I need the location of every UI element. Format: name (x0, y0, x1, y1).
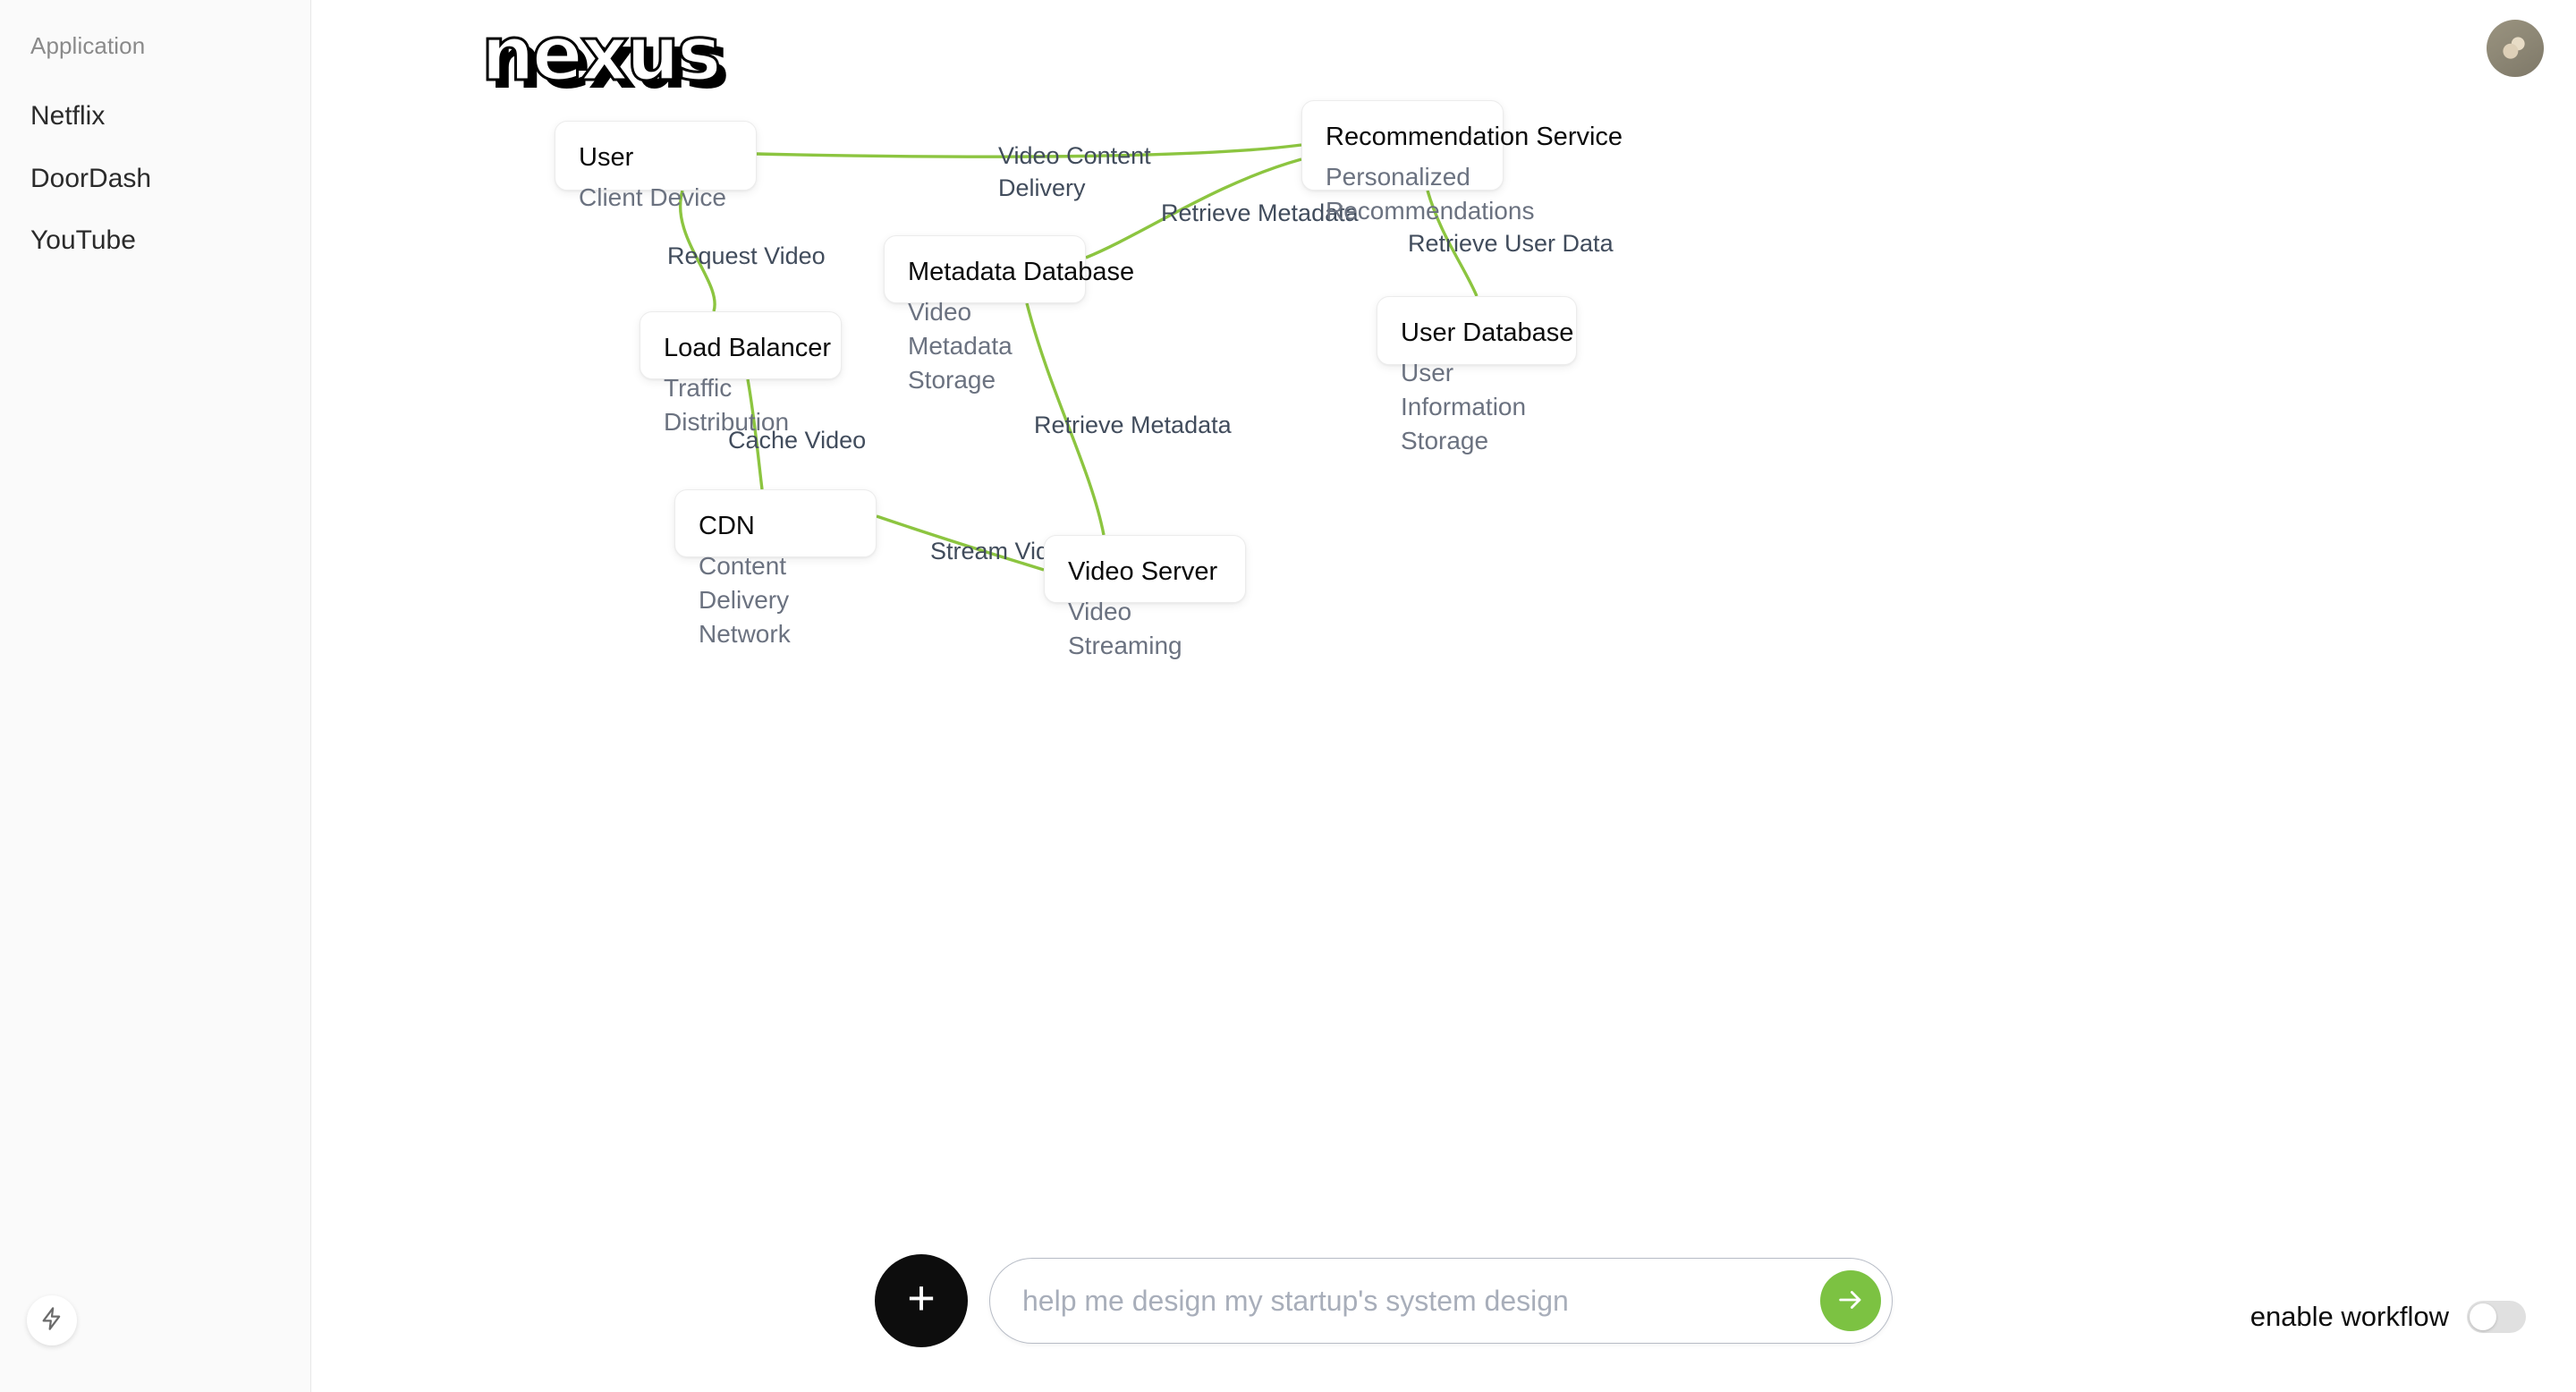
sidebar-item-doordash[interactable]: DoorDash (30, 163, 152, 193)
node-subtitle: Traffic Distribution (664, 373, 790, 436)
workflow-toggle-label: enable workflow (2250, 1301, 2449, 1332)
node-subtitle: User Information Storage (1401, 358, 1527, 454)
edge-recommendation-metadata (1085, 157, 1302, 259)
edge-label-recommendation-metadata: Retrieve Metadata (1161, 199, 1359, 226)
node-load-balancer[interactable]: Load Balancer Traffic Distribution (640, 311, 842, 436)
node-recommendation-service[interactable]: Recommendation Service Personalized Reco… (1301, 100, 1623, 225)
workflow-toggle-group: enable workflow (2250, 1301, 2526, 1333)
send-button[interactable] (1820, 1270, 1881, 1331)
node-video-server[interactable]: Video Server Video Streaming (1044, 535, 1246, 659)
node-title: Load Balancer (664, 334, 832, 362)
edge-metadata-videoserver (1025, 302, 1106, 536)
node-subtitle: Video Streaming (1068, 597, 1182, 659)
user-avatar[interactable] (2487, 20, 2544, 77)
node-cdn[interactable]: CDN Content Delivery Network (674, 489, 877, 648)
edge-loadbalancer-cdn (746, 378, 764, 490)
node-subtitle: Client Device (579, 182, 726, 211)
edge-user-recommendation (756, 143, 1302, 158)
node-title: Video Server (1068, 557, 1218, 586)
sidebar: Application Netflix DoorDash YouTube (0, 0, 311, 1392)
sidebar-heading: Application (30, 32, 146, 59)
node-title: User Database (1401, 318, 1574, 347)
node-subtitle: Personalized Recommendations (1326, 162, 1535, 225)
graph-canvas[interactable]: nexus Video Content Delivery Retrieve Me… (311, 0, 2576, 1392)
node-subtitle: Video Metadata Storage (908, 297, 1013, 394)
edge-cdn-videoserver (876, 514, 1045, 572)
prompt-input-shell[interactable] (989, 1258, 1893, 1344)
edge-label-metadata-videoserver: Retrieve Metadata (1034, 412, 1232, 438)
node-title: CDN (699, 512, 755, 540)
lightning-bolt-icon (39, 1306, 64, 1336)
node-metadata-database[interactable]: Metadata Database Video Metadata Storage (884, 235, 1135, 394)
graph-edges (679, 143, 1479, 572)
node-subtitle: Content Delivery Network (699, 551, 791, 648)
prompt-input[interactable] (1022, 1284, 1820, 1318)
edge-recommendation-userdb (1426, 190, 1479, 297)
node-user[interactable]: User Client Device (555, 121, 757, 211)
node-user-database[interactable]: User Database User Information Storage (1377, 296, 1577, 454)
node-title: Metadata Database (908, 258, 1135, 286)
app-logo: nexus (480, 10, 724, 98)
edge-label-loadbalancer-cdn: Cache Video (728, 427, 867, 454)
sidebar-item-netflix[interactable]: Netflix (30, 101, 106, 131)
node-title: Recommendation Service (1326, 123, 1623, 151)
workflow-toggle[interactable] (2467, 1301, 2526, 1333)
edge-label-recommendation-userdb: Retrieve User Data (1408, 230, 1614, 257)
composer-bar: + (875, 1254, 1893, 1347)
edge-user-loadbalancer (679, 190, 716, 312)
add-button[interactable]: + (875, 1254, 968, 1347)
toggle-knob (2470, 1303, 2496, 1330)
node-title: User (579, 143, 634, 172)
sidebar-item-youtube[interactable]: YouTube (30, 225, 136, 255)
edge-label-user-loadbalancer: Request Video (667, 242, 826, 269)
arrow-right-icon (1835, 1285, 1866, 1318)
lightning-bolt-button[interactable] (27, 1295, 77, 1345)
edge-label-user-recommendation: Video Content Delivery (998, 142, 1151, 202)
